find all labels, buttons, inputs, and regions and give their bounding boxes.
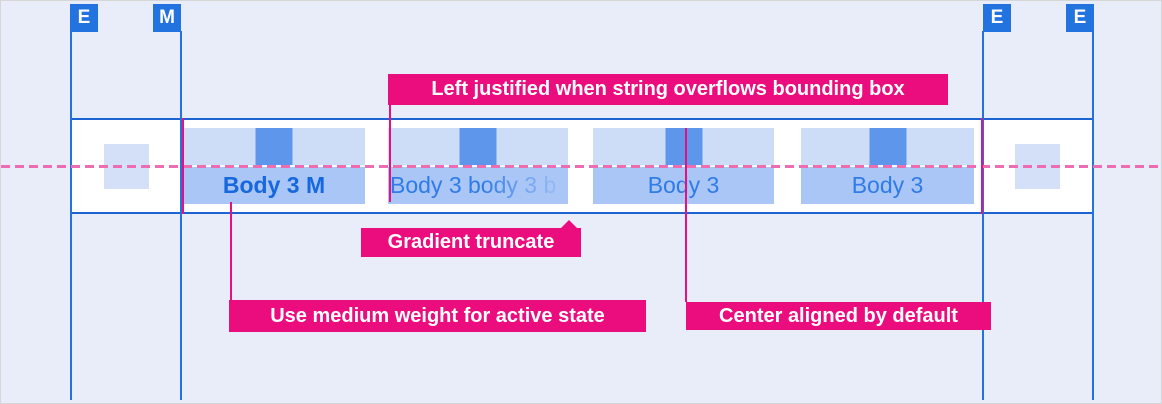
tab-icon-area [801,128,974,165]
tab-label: Body 3 [647,172,720,198]
tab-item-default[interactable]: Body 3 [801,128,974,204]
tab-item-truncated[interactable]: Body 3 body 3 b [388,128,568,204]
leader-line-content-right-edge [981,118,983,214]
caret-up-icon [561,220,577,228]
guide-line-edge-left [70,31,72,400]
tab-item-default[interactable]: Body 3 [593,128,774,204]
tab-icon-area [183,128,365,165]
tab-label: Body 3 [851,172,924,198]
center-dashed-line [1,165,1161,168]
tab-icon-placeholder [459,128,497,165]
annotation-medium-weight: Use medium weight for active state [229,300,646,332]
guide-line-margin-right [982,31,984,400]
tab-icon-area [388,128,568,165]
tab-icon-placeholder [869,128,906,165]
guide-marker-e-left: E [70,4,98,32]
tab-item-active[interactable]: Body 3 M [183,128,365,204]
annotation-gradient-truncate: Gradient truncate [361,220,581,257]
leader-line-content-left-edge [182,118,184,214]
annotation-center-aligned: Center aligned by default [686,302,991,330]
tab-icon-placeholder [665,128,702,165]
guide-marker-m-left: M [153,4,181,32]
annotation-text: Gradient truncate [387,231,555,253]
guide-line-edge-right [1092,31,1094,400]
guide-line-margin-left [180,31,182,400]
guide-marker-e-right-outer: E [1066,4,1094,32]
gradient-truncate-overlay [388,167,568,204]
tab-icon-area [593,128,774,165]
leader-line-left-justified [389,104,391,202]
tab-label-area: Body 3 [593,167,774,204]
tab-icon-placeholder [255,128,293,165]
tab-label-area: Body 3 [801,167,974,204]
tab-label: Body 3 M [222,172,326,198]
leader-line-active-state [230,202,232,300]
annotation-left-justified: Left justified when string overflows bou… [388,74,948,105]
tab-label-area: Body 3 M [183,167,365,204]
guide-marker-e-right-inner: E [983,4,1011,32]
leader-line-center-aligned [685,128,687,302]
tab-label-area: Body 3 body 3 b [388,167,568,204]
